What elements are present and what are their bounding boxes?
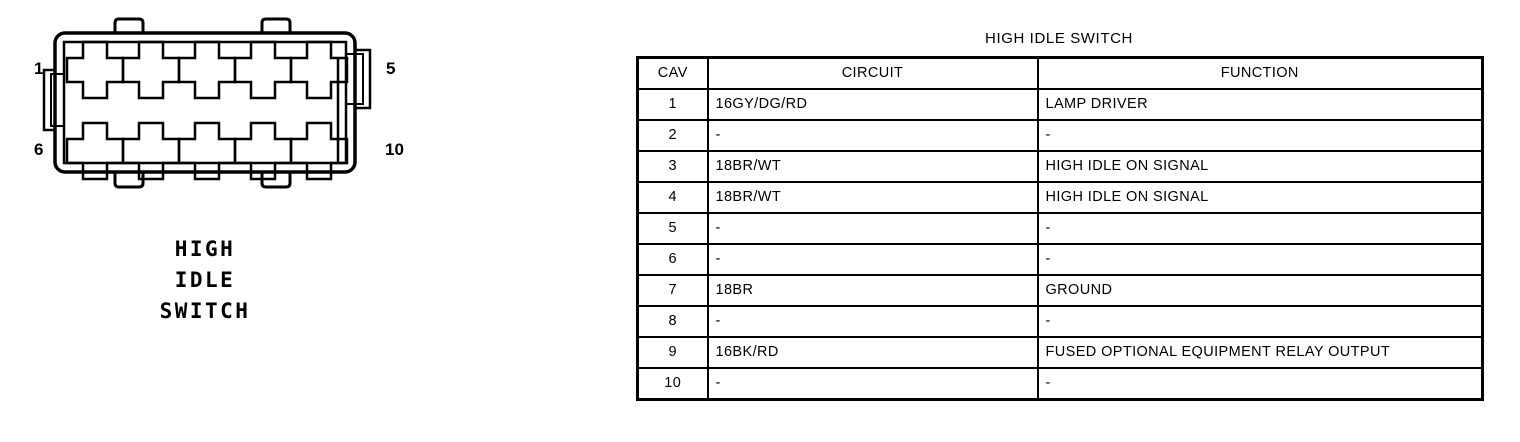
connector-caption-line-1: HIGH	[174, 237, 236, 261]
connector-top-tab-right	[260, 17, 292, 33]
cell-function: -	[1036, 212, 1484, 245]
table-header-row: CAV CIRCUIT FUNCTION	[636, 56, 1484, 90]
cell-function: FUSED OPTIONAL EQUIPMENT RELAY OUTPUT	[1036, 336, 1484, 369]
connector-caption-line-3: SWITCH	[159, 299, 251, 323]
cell-circuit: 16GY/DG/RD	[706, 88, 1039, 121]
connector-top-tab-left	[113, 17, 145, 33]
cell-circuit: 18BR/WT	[706, 150, 1039, 183]
cell-cav: 6	[636, 243, 709, 276]
cell-circuit: 16BK/RD	[706, 336, 1039, 369]
connector-latch-right	[355, 48, 372, 110]
cell-function: LAMP DRIVER	[1036, 88, 1484, 121]
connector-diagram	[42, 17, 372, 189]
cell-function: HIGH IDLE ON SIGNAL	[1036, 150, 1484, 183]
connector-latch-left-inner	[50, 73, 64, 127]
cell-circuit: -	[706, 119, 1039, 152]
connector-caption: HIGH IDLE SWITCH	[60, 234, 350, 327]
connector-cavity-5	[289, 40, 349, 100]
connector-cavity-10	[289, 121, 349, 181]
connector-cavity-2	[121, 40, 181, 100]
cell-cav: 10	[636, 367, 709, 401]
cell-function: HIGH IDLE ON SIGNAL	[1036, 181, 1484, 214]
cell-cav: 2	[636, 119, 709, 152]
connector-latch-left	[42, 68, 55, 132]
cell-cav: 1	[636, 88, 709, 121]
connector-cavity-4	[233, 40, 293, 100]
connector-cavity-row-top	[65, 40, 349, 100]
table-row: 6--	[636, 243, 1484, 276]
connector-body-outline	[53, 31, 357, 174]
cell-circuit: -	[706, 243, 1039, 276]
connector-pin-number-5: 5	[386, 59, 396, 78]
cell-function: GROUND	[1036, 274, 1484, 307]
cell-circuit: -	[706, 212, 1039, 245]
cell-cav: 9	[636, 336, 709, 369]
column-header-cav: CAV	[636, 56, 709, 90]
table-title: HIGH IDLE SWITCH	[985, 30, 1133, 47]
cell-cav: 5	[636, 212, 709, 245]
cell-function: -	[1036, 119, 1484, 152]
cell-circuit: -	[706, 305, 1039, 338]
connector-pin-number-10: 10	[385, 140, 404, 159]
connector-cavity-1	[65, 40, 125, 100]
connector-pin-number-1: 1	[34, 59, 44, 78]
cell-cav: 8	[636, 305, 709, 338]
connector-inner-wall	[62, 40, 348, 165]
table-row: 2--	[636, 119, 1484, 152]
cell-function: -	[1036, 367, 1484, 401]
connector-bottom-tab-right	[260, 172, 292, 189]
cell-function: -	[1036, 243, 1484, 276]
cell-circuit: -	[706, 367, 1039, 401]
connector-bottom-tab-left	[113, 172, 145, 189]
column-header-circuit: CIRCUIT	[706, 56, 1039, 90]
connector-cavity-row-bottom	[65, 121, 349, 181]
column-header-function: FUNCTION	[1036, 56, 1484, 90]
connector-pin-number-6: 6	[34, 140, 44, 159]
cell-function: -	[1036, 305, 1484, 338]
connector-latch-right-inner	[346, 53, 364, 105]
connector-caption-line-2: IDLE	[174, 268, 236, 292]
cell-cav: 7	[636, 274, 709, 307]
connector-illustration-panel: 1 6 5 10 HIGH IDLE SWITCH	[0, 0, 470, 442]
table-row: 10--	[636, 367, 1484, 401]
connector-cavity-3	[177, 40, 237, 100]
table-row: 5--	[636, 212, 1484, 245]
cell-circuit: 18BR	[706, 274, 1039, 307]
cell-cav: 3	[636, 150, 709, 183]
cell-cav: 4	[636, 181, 709, 214]
table-row: 8--	[636, 305, 1484, 338]
cell-circuit: 18BR/WT	[706, 181, 1039, 214]
